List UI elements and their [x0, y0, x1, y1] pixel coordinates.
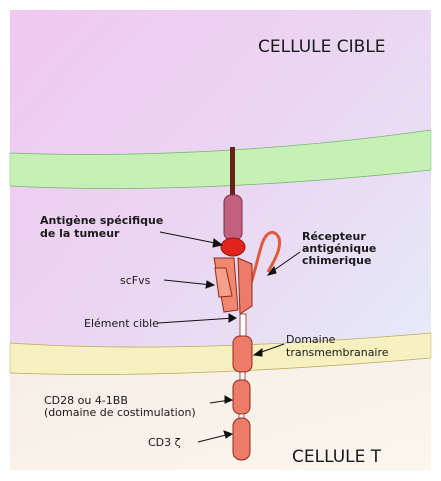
- transmembrane-label-line1: Domaine: [286, 333, 336, 346]
- antigen-epitope: [221, 238, 245, 256]
- hinge: [240, 314, 246, 336]
- t-cell-label: CELLULE T: [292, 447, 382, 467]
- costim-label-line2: (domaine de costimulation): [44, 406, 196, 419]
- car-heavy-chain: [238, 258, 252, 314]
- linker: [240, 372, 245, 380]
- antigen-label-line2: de la tumeur: [40, 227, 120, 240]
- costimulatory-domain: [233, 380, 250, 414]
- transmembrane-label-line2: transmembranaire: [286, 346, 389, 359]
- target-element-label: Elément cible: [84, 317, 159, 330]
- antigen-label-line1: Antigène spécifique: [40, 214, 163, 227]
- antigen-stalk: [230, 147, 235, 197]
- antigen-base: [224, 195, 242, 240]
- target-cell-label: CELLULE CIBLE: [258, 37, 386, 57]
- car-label-line3: chimerique: [302, 254, 371, 267]
- transmembrane-domain: [233, 336, 252, 372]
- scfv-label: scFvs: [120, 274, 151, 287]
- cd3-zeta-domain: [233, 418, 250, 460]
- cd3-label: CD3 ζ: [148, 436, 181, 449]
